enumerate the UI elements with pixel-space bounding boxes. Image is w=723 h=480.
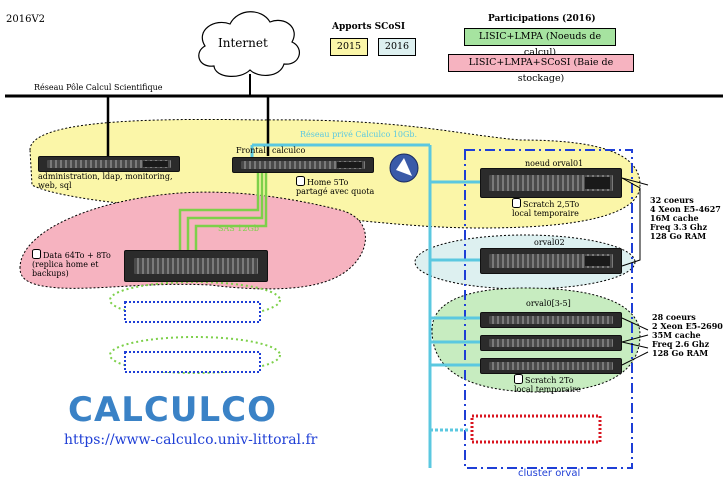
version-label: 2016V2: [6, 14, 46, 25]
orval35-title: orval0[3-5]: [526, 299, 571, 308]
disk-icon: [32, 249, 41, 259]
orval02-title: orval02: [534, 238, 565, 247]
storage-participation-badge: LISIC+LMPA+SCoSI (Baie de stockage): [448, 54, 634, 84]
data-text: Data 64To + 8To (replica home et backups…: [32, 251, 111, 278]
sas-label: SAS 12Gb: [218, 224, 259, 233]
calculco-label: calculco: [272, 146, 306, 155]
orval02-server: [480, 248, 622, 274]
orval04-server: [480, 335, 622, 351]
cluster-frame: [464, 149, 633, 469]
internet-cloud: [198, 11, 300, 77]
internet-label: Internet: [218, 36, 268, 50]
storage-zone: [19, 191, 366, 290]
orval01-scratch-text: Scratch 2,5To local temporaire: [512, 200, 580, 218]
orval35-scratch-text: Scratch 2To local temporaire: [514, 376, 581, 394]
orval05-server: [480, 358, 622, 374]
admin-label: administration, ldap, monitoring, web, s…: [38, 172, 173, 190]
home-text: Home 5To partagé avec quota: [296, 178, 375, 196]
home-label: Home 5To partagé avec quota: [296, 176, 376, 196]
orval35-scratch: Scratch 2To local temporaire: [514, 374, 594, 394]
orval03-server: [480, 312, 622, 328]
apports-title: Apports SCoSI: [332, 22, 406, 32]
storage-array: [124, 250, 268, 282]
cluster-label: cluster orval: [518, 468, 581, 479]
disk-icon: [296, 176, 305, 186]
admin-server: [38, 156, 180, 172]
calculco-logo: CALCULCO: [68, 390, 278, 430]
year-2016-badge: 2016: [378, 38, 416, 56]
network-label: Réseau Pôle Calcul Scientifique: [34, 83, 163, 92]
orval01-scratch: Scratch 2,5To local temporaire: [512, 198, 592, 218]
orval01-title: noeud orval01: [525, 159, 584, 168]
frontal-label: Frontal: [236, 146, 266, 155]
data-label: Data 64To + 8To (replica home et backups…: [32, 249, 118, 278]
compute-participation-badge: LISIC+LMPA (Noeuds de calcul): [464, 28, 616, 58]
disk-icon: [512, 198, 521, 208]
calculco-url[interactable]: https://www-calculco.univ-littoral.fr: [64, 432, 318, 448]
private-network-label: Réseau privé Calculco 10Gb.: [300, 130, 418, 139]
disk-icon: [514, 374, 523, 384]
frontal-server: [232, 157, 374, 173]
orval01-server: [480, 168, 622, 198]
year-2015-badge: 2015: [330, 38, 368, 56]
participations-title: Participations (2016): [488, 14, 596, 24]
